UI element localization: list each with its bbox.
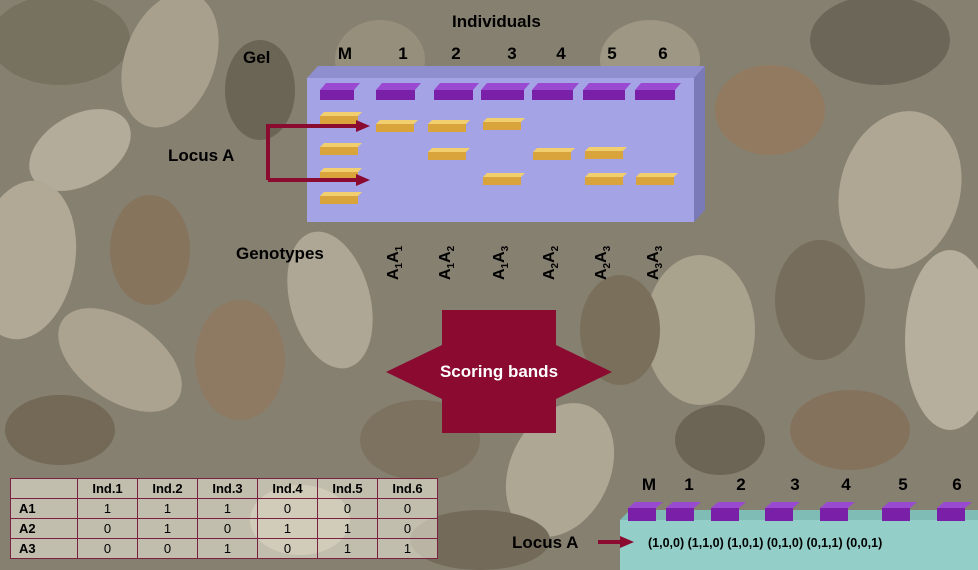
row-label: A2 [10,518,78,539]
marker-band [320,116,358,124]
band-ind5 [585,151,623,159]
table-cell: 0 [137,538,198,559]
table-cell: 1 [77,498,138,519]
locus-arrow-head [356,174,370,186]
genotype-ind5: A2A3 [593,245,614,280]
band-ind3 [483,177,521,185]
gel-plate [307,78,694,222]
code-ind5: (0,1,1) [806,536,843,550]
table-header-ind2: Ind.2 [137,478,198,499]
small-locus-a-label: Locus A [512,533,579,552]
lane-label-m: M [337,44,353,63]
well-5 [583,83,631,100]
well-m [320,83,360,100]
lane-label-1: 1 [398,44,408,63]
table-header-ind1: Ind.1 [77,478,138,499]
table-header-ind5: Ind.5 [317,478,378,499]
table-cell: 0 [377,498,438,519]
band-ind4 [533,152,571,160]
genotype-ind3: A1A3 [491,245,512,280]
code-ind4: (0,1,0) [766,536,804,550]
scoring-bands-label: Scoring bands [439,362,559,381]
well-2 [434,83,479,100]
small-gel-plate [620,520,978,570]
band-ind3 [483,122,521,130]
table-row: A1 1 1 1 0 0 0 [10,498,438,519]
table-cell: 0 [317,498,378,519]
row-label: A1 [10,498,78,519]
table-header-corner [10,478,78,499]
table-cell: 1 [317,518,378,539]
table-header-ind3: Ind.3 [197,478,258,499]
small-lane-label-5: 5 [898,475,908,494]
table-cell: 0 [77,518,138,539]
locus-a-label: Locus A [168,146,235,165]
band-ind2 [428,124,466,132]
gel-label: Gel [243,48,271,67]
marker-band [320,196,358,204]
individuals-title: Individuals [452,12,541,31]
table-cell: 1 [257,518,318,539]
small-lane-label-1: 1 [684,475,694,494]
wells [320,83,681,100]
well-6 [635,83,681,100]
genotypes-label: Genotypes [236,244,324,263]
band-ind2 [428,152,466,160]
row-label: A3 [10,538,78,559]
lane-label-3: 3 [507,44,517,63]
genotype-ind6: A3A3 [645,245,666,280]
band-ind5 [585,177,623,185]
well-4 [532,83,579,100]
table-cell: 0 [77,538,138,559]
lane-label-6: 6 [658,44,668,63]
score-table: Ind.1 Ind.2 Ind.3 Ind.4 Ind.5 Ind.6 A1 1… [10,478,438,559]
code-ind6: (0,0,1) [846,536,883,550]
locus-arrow [266,124,360,182]
genotype-ind2: A1A2 [437,245,458,280]
code-ind3: (1,0,1) [727,536,764,550]
table-row: A2 0 1 0 1 1 0 [10,518,438,539]
lane-label-5: 5 [607,44,617,63]
small-lane-label-m: M [641,475,657,494]
small-lane-label-3: 3 [790,475,800,494]
code-ind2: (1,1,0) [687,536,724,550]
table-cell: 0 [257,538,318,559]
table-cell: 1 [197,538,258,559]
locus-arrow-head [356,120,370,132]
table-header-ind4: Ind.4 [257,478,318,499]
small-gel-codes: (1,0,0) (1,1,0) (1,0,1) (0,1,0) (0,1,1) … [648,536,882,550]
small-lane-label-6: 6 [952,475,962,494]
genotype-ind1: A1A1 [385,245,406,280]
marker-band [320,172,358,180]
bands [320,112,678,204]
table-cell: 1 [377,538,438,559]
table-row: A3 0 0 1 0 1 1 [10,538,438,559]
marker-band [320,147,358,155]
small-lane-label-2: 2 [736,475,746,494]
gel-plate-side [694,66,705,222]
band-ind1 [376,124,414,132]
small-gel-wells [628,502,972,521]
table-cell: 1 [137,498,198,519]
lane-label-2: 2 [451,44,461,63]
table-header-row: Ind.1 Ind.2 Ind.3 Ind.4 Ind.5 Ind.6 [10,478,438,499]
genotype-ind4: A2A2 [541,245,562,280]
band-ind6 [636,177,674,185]
small-lane-label-4: 4 [841,475,851,494]
table-cell: 1 [317,538,378,559]
small-locus-arrow-head [620,536,634,548]
table-cell: 0 [257,498,318,519]
table-cell: 1 [197,498,258,519]
well-1 [376,83,421,100]
table-header-ind6: Ind.6 [377,478,438,499]
code-ind1: (1,0,0) [648,536,685,550]
scoring-bands-arrow [386,310,612,433]
well-3 [481,83,530,100]
table-cell: 0 [377,518,438,539]
lane-label-4: 4 [556,44,566,63]
table-cell: 1 [137,518,198,539]
table-cell: 0 [197,518,258,539]
gel-plate-top [307,66,705,78]
